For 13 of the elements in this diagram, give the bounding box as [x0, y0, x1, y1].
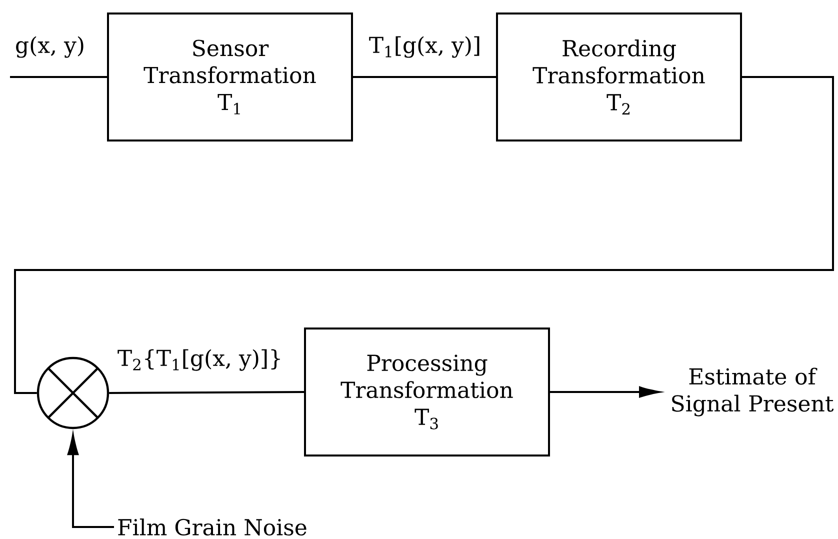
connector-line [109, 391, 304, 394]
text-label: Film Grain Noise [118, 518, 306, 536]
connector-line [10, 76, 107, 78]
edge-label: g(x, y) [16, 36, 84, 58]
process-box: Recording Transformation T$_{2}$ [496, 12, 742, 142]
connector-line [353, 76, 496, 78]
multiplier-symbol [36, 356, 110, 430]
text-label: Estimate of Signal Present [672, 368, 834, 416]
edge-label: T$_{1}$[g(x, y)] [369, 36, 480, 58]
edge-label: T$_{2}${T$_{1}$[g(x, y)]} [118, 349, 280, 371]
process-box: Processing Transformation T$_{3}$ [304, 328, 550, 456]
connector-line [14, 76, 834, 394]
process-box: Sensor Transformation T$_{1}$ [107, 12, 353, 142]
